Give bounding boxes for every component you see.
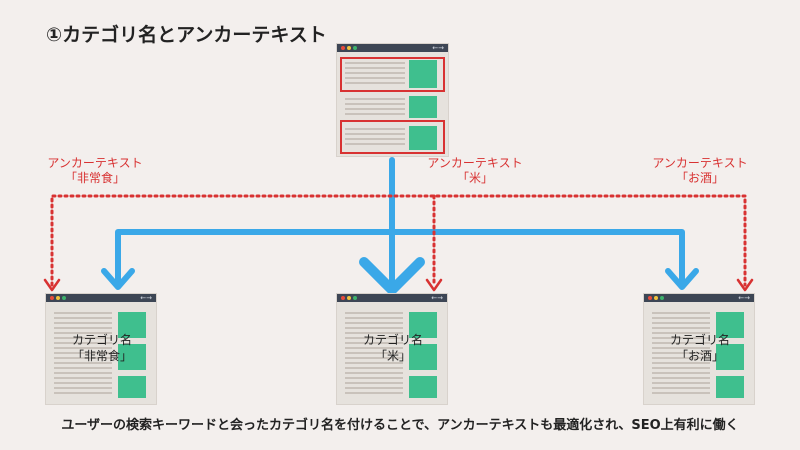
category-name-label: カテゴリ名 「お酒」 <box>669 333 730 363</box>
category-name-label: カテゴリ名 「非常食」 <box>71 333 132 363</box>
category-branch-line <box>115 229 685 288</box>
text-lines <box>345 128 405 148</box>
anchor-arrow-head-right <box>736 278 754 292</box>
category-page-window-hijoushoku: ←→ カテゴリ名 「非常食」 <box>46 294 156 404</box>
maximize-dot-icon <box>353 46 357 50</box>
maximize-dot-icon <box>660 296 664 300</box>
nav-arrows-icon: ←→ <box>140 294 152 302</box>
window-titlebar: ←→ <box>46 294 156 302</box>
nav-arrows-icon: ←→ <box>432 44 444 52</box>
close-dot-icon <box>341 296 345 300</box>
anchor-arrow-head-left <box>43 278 61 292</box>
content-block <box>118 376 146 398</box>
minimize-dot-icon <box>56 296 60 300</box>
arrow-head-center <box>359 257 425 295</box>
window-titlebar: ←→ <box>337 294 447 302</box>
anchor-label-osake: アンカーテキスト 「お酒」 <box>652 156 748 185</box>
content-block <box>409 96 437 118</box>
content-block <box>716 376 744 398</box>
window-titlebar: ←→ <box>644 294 754 302</box>
text-lines <box>652 312 710 397</box>
arrow-head-left <box>101 268 135 290</box>
close-dot-icon <box>341 46 345 50</box>
text-lines <box>345 98 405 118</box>
page-title: ①カテゴリ名とアンカーテキスト <box>46 24 327 46</box>
content-block <box>118 312 146 338</box>
content-block <box>409 312 437 338</box>
minimize-dot-icon <box>347 46 351 50</box>
category-page-window-osake: ←→ カテゴリ名 「お酒」 <box>644 294 754 404</box>
arrow-head-right <box>665 268 699 290</box>
anchor-dotted-line <box>50 194 747 287</box>
caption-text: ユーザーの検索キーワードと会ったカテゴリ名を付けることで、アンカーテキストも最適… <box>61 418 739 433</box>
category-page-window-kome: ←→ カテゴリ名 「米」 <box>337 294 447 404</box>
content-block <box>118 344 146 370</box>
highlight-box <box>340 57 445 92</box>
maximize-dot-icon <box>353 296 357 300</box>
anchor-arrow-head-center <box>425 278 443 292</box>
content-block <box>409 376 437 398</box>
maximize-dot-icon <box>62 296 66 300</box>
anchor-label-kome: アンカーテキスト 「米」 <box>427 156 523 185</box>
window-titlebar: ←→ <box>337 44 448 52</box>
text-lines <box>345 312 403 397</box>
content-block <box>409 126 437 150</box>
close-dot-icon <box>50 296 54 300</box>
anchor-label-hijoushoku: アンカーテキスト 「非常食」 <box>47 156 143 185</box>
content-block <box>716 344 744 370</box>
anchor-text-links <box>50 194 747 287</box>
highlight-box <box>340 120 445 154</box>
text-lines <box>54 312 112 397</box>
minimize-dot-icon <box>654 296 658 300</box>
minimize-dot-icon <box>347 296 351 300</box>
nav-arrows-icon: ←→ <box>738 294 750 302</box>
content-block <box>716 312 744 338</box>
category-name-label: カテゴリ名 「米」 <box>362 333 423 363</box>
category-link-arrows <box>101 157 699 290</box>
text-lines <box>345 62 405 87</box>
parent-page-window: ←→ <box>337 44 448 156</box>
nav-arrows-icon: ←→ <box>431 294 443 302</box>
close-dot-icon <box>648 296 652 300</box>
content-block <box>409 60 437 88</box>
content-block <box>409 344 437 370</box>
